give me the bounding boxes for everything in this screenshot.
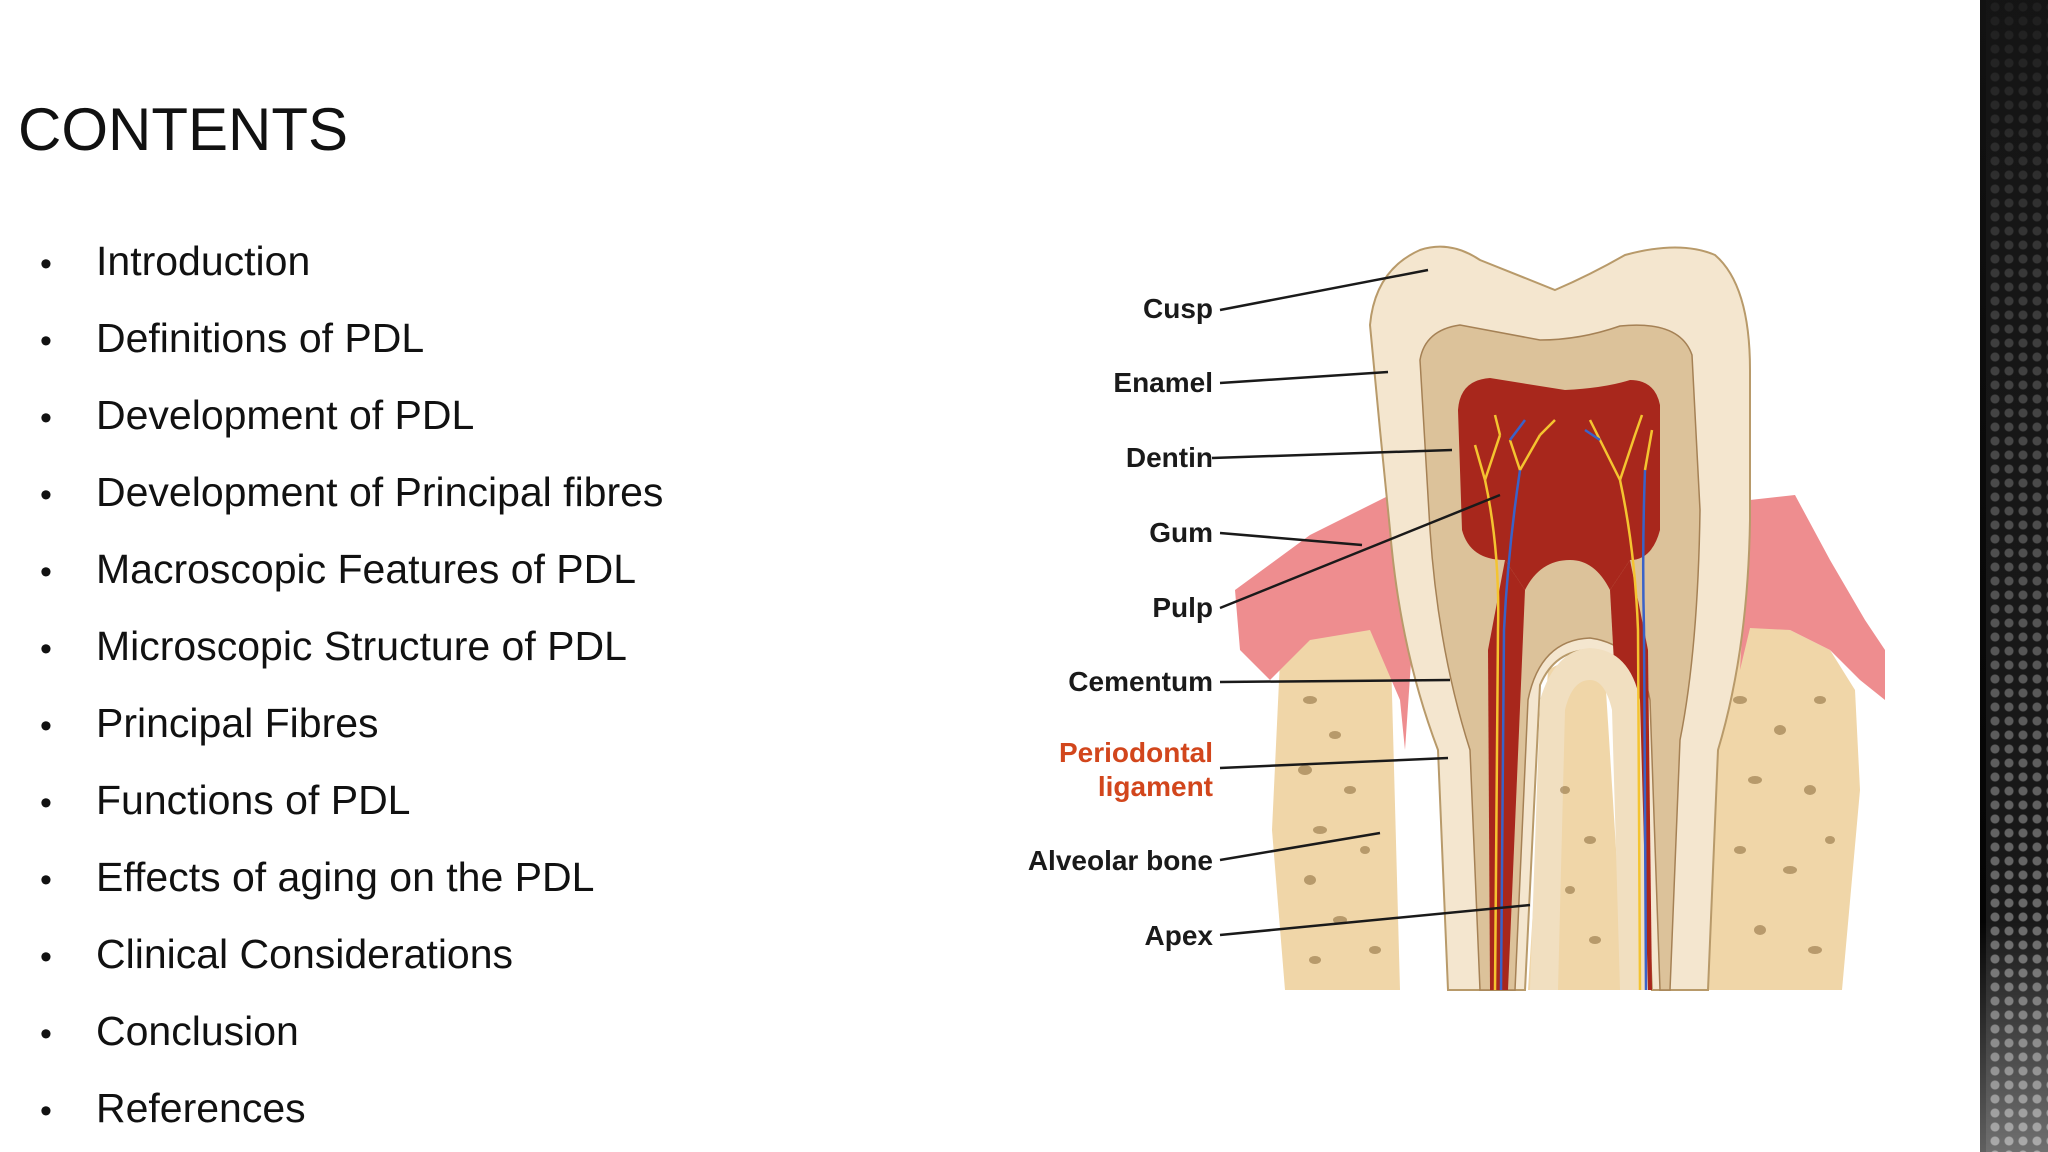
alveolar-bone-right bbox=[1695, 625, 1860, 990]
list-item-text: Principal Fibres bbox=[96, 700, 379, 746]
list-item: • Effects of aging on the PDL bbox=[40, 848, 663, 925]
list-item: • References bbox=[40, 1079, 663, 1152]
bullet-icon: • bbox=[40, 1015, 52, 1053]
gum-left bbox=[1235, 490, 1420, 750]
bullet-icon: • bbox=[40, 245, 52, 283]
pulp-nerves bbox=[1473, 414, 1654, 991]
list-item-text: Development of PDL bbox=[96, 392, 475, 438]
bullet-icon: • bbox=[40, 861, 52, 899]
label-ligament: ligament bbox=[1098, 771, 1213, 802]
list-item: • Conclusion bbox=[40, 1002, 663, 1079]
list-item-text: Definitions of PDL bbox=[96, 315, 425, 361]
list-item: • Development of Principal fibres bbox=[40, 463, 663, 540]
decorative-frame bbox=[1980, 0, 2048, 1152]
label-cementum: Cementum bbox=[1068, 666, 1213, 697]
bullet-icon: • bbox=[40, 630, 52, 668]
alveolar-bone-left bbox=[1272, 610, 1400, 990]
list-item: • Microscopic Structure of PDL bbox=[40, 617, 663, 694]
list-item: • Development of PDL bbox=[40, 386, 663, 463]
list-item: • Definitions of PDL bbox=[40, 309, 663, 386]
bullet-icon: • bbox=[40, 707, 52, 745]
list-item-text: Microscopic Structure of PDL bbox=[96, 623, 627, 669]
pulp-chamber bbox=[1458, 378, 1660, 590]
label-gum: Gum bbox=[1149, 517, 1213, 548]
leader-lines bbox=[1211, 268, 1531, 937]
list-item-text: Effects of aging on the PDL bbox=[96, 854, 595, 900]
list-item-text: Conclusion bbox=[96, 1008, 299, 1054]
contents-list: • Introduction • Definitions of PDL • Devel… bbox=[40, 232, 663, 1152]
list-item: • Clinical Considerations bbox=[40, 925, 663, 1002]
label-cusp: Cusp bbox=[1143, 293, 1213, 324]
label-enamel: Enamel bbox=[1113, 367, 1213, 398]
list-item: • Principal Fibres bbox=[40, 694, 663, 771]
list-item: • Functions of PDL bbox=[40, 771, 663, 848]
list-item-text: Development of Principal fibres bbox=[96, 469, 664, 515]
bullet-icon: • bbox=[40, 1092, 52, 1130]
list-item-text: References bbox=[96, 1085, 306, 1131]
bone-pores bbox=[1298, 696, 1835, 964]
tooth-anatomy-diagram: Cusp Enamel Dentin Gum Pulp Cementum Per… bbox=[1028, 245, 1885, 991]
list-item-text: Macroscopic Features of PDL bbox=[96, 546, 637, 592]
gum-right bbox=[1740, 495, 1885, 700]
slide-title: CONTENTS bbox=[18, 96, 348, 163]
bullet-icon: • bbox=[40, 322, 52, 360]
list-item: • Introduction bbox=[40, 232, 663, 309]
label-apex: Apex bbox=[1145, 920, 1214, 951]
label-dentin: Dentin bbox=[1126, 442, 1213, 473]
list-item-text: Clinical Considerations bbox=[96, 931, 514, 977]
bullet-icon: • bbox=[40, 476, 52, 514]
list-item-text: Functions of PDL bbox=[96, 777, 411, 823]
frame-fade bbox=[1980, 0, 2048, 1152]
dentin-arch bbox=[1530, 648, 1648, 990]
bullet-icon: • bbox=[40, 399, 52, 437]
label-pulp: Pulp bbox=[1152, 592, 1213, 623]
bullet-icon: • bbox=[40, 938, 52, 976]
bullet-icon: • bbox=[40, 784, 52, 822]
label-alveolar-bone: Alveolar bone bbox=[1028, 845, 1213, 876]
list-item-text: Introduction bbox=[96, 238, 311, 284]
label-periodontal: Periodontal bbox=[1059, 737, 1213, 768]
bullet-icon: • bbox=[40, 553, 52, 591]
list-item: • Macroscopic Features of PDL bbox=[40, 540, 663, 617]
